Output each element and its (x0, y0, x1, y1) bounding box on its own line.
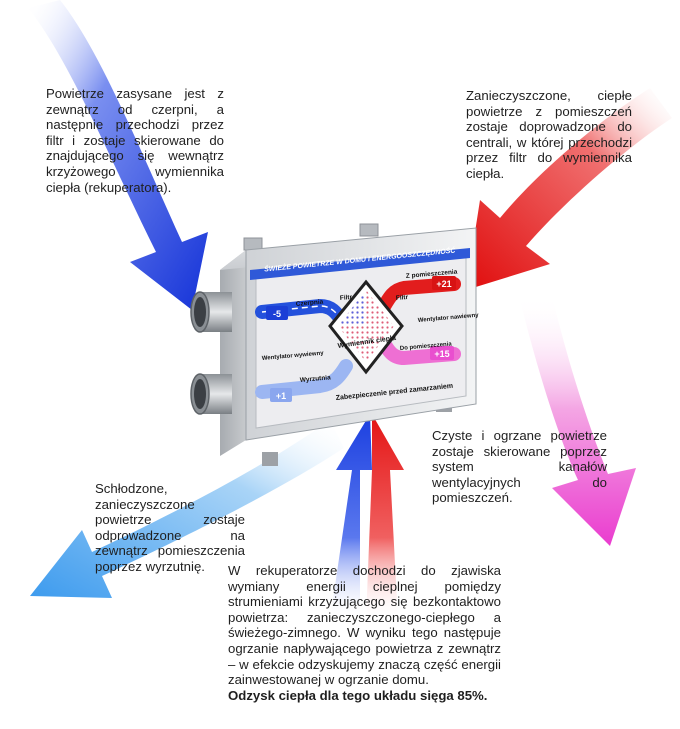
mount-bracket (243, 237, 263, 251)
intake-text: Powietrze zasysane jest z zewnątrz od cz… (46, 86, 224, 195)
svg-text:+1: +1 (276, 391, 286, 401)
intake-description: Powietrze zasysane jest z zewnątrz od cz… (46, 86, 224, 195)
return-air-text: Zanieczyszczone, ciepłe powietrze z pomi… (466, 88, 632, 181)
exhaust-description: Schłodzone, zanieczyszczone powietrze zo… (95, 481, 245, 575)
svg-text:-5: -5 (273, 309, 281, 319)
unit-side-panel (220, 250, 246, 456)
return-temp-badge: +21 (432, 276, 456, 290)
exhaust-temp-badge: +1 (270, 388, 292, 402)
return-arrow (466, 88, 672, 290)
supply-description: Czyste i ogrzane powietrze zostaje skier… (432, 428, 607, 506)
fresh-air-inlet-arrow (330, 414, 372, 620)
label-czerpnia: Czerpnia (296, 299, 324, 308)
intake-spigot (190, 291, 232, 333)
unit-foot (262, 452, 278, 466)
label-wentylator-wywiewny: Wentylator wywiewny (262, 351, 325, 362)
mount-bracket (359, 223, 379, 237)
summary-text: W rekuperatorze dochodzi do zjawiska wym… (228, 563, 501, 688)
supply-arrow (520, 296, 636, 546)
exhaust-spigot (190, 373, 232, 415)
exhaust-channel (255, 359, 353, 399)
supply-temp-badge: +15 (430, 346, 454, 360)
unit-banner (250, 248, 470, 280)
svg-text:+21: +21 (436, 279, 451, 289)
recuperator-unit: ŚWIEŻE POWIETRZE W DOMU I ENERGOOSZCZĘDN… (190, 223, 480, 466)
label-wentylator-nawiewny: Wentylator nawiewny (418, 313, 480, 324)
label-filtr-left: Filtr (340, 294, 353, 302)
label-z-pomieszczenia: Z pomieszczenia (406, 268, 458, 280)
warm-air-inlet-arrow (366, 414, 404, 620)
label-wyrzutnia: Wyrzutnia (300, 374, 332, 384)
summary-description: W rekuperatorze dochodzi do zjawiska wym… (228, 563, 501, 703)
label-filtr-right: Filtr (396, 294, 409, 302)
svg-text:+15: +15 (434, 349, 449, 359)
exhaust-text: Schłodzone, zanieczyszczone powietrze zo… (95, 481, 245, 574)
supply-text: Czyste i ogrzane powietrze zostaje skier… (432, 428, 607, 506)
intake-temp-badge: -5 (266, 306, 288, 320)
label-do-pomieszczenia: Do pomieszczenia (400, 341, 453, 352)
intake-arrow (28, 0, 208, 310)
summary-highlight: Odzysk ciepła dla tego układu sięga 85%. (228, 687, 488, 703)
exchanger-core-cold (338, 290, 366, 326)
return-air-description: Zanieczyszczone, ciepłe powietrze z pomi… (466, 88, 632, 182)
